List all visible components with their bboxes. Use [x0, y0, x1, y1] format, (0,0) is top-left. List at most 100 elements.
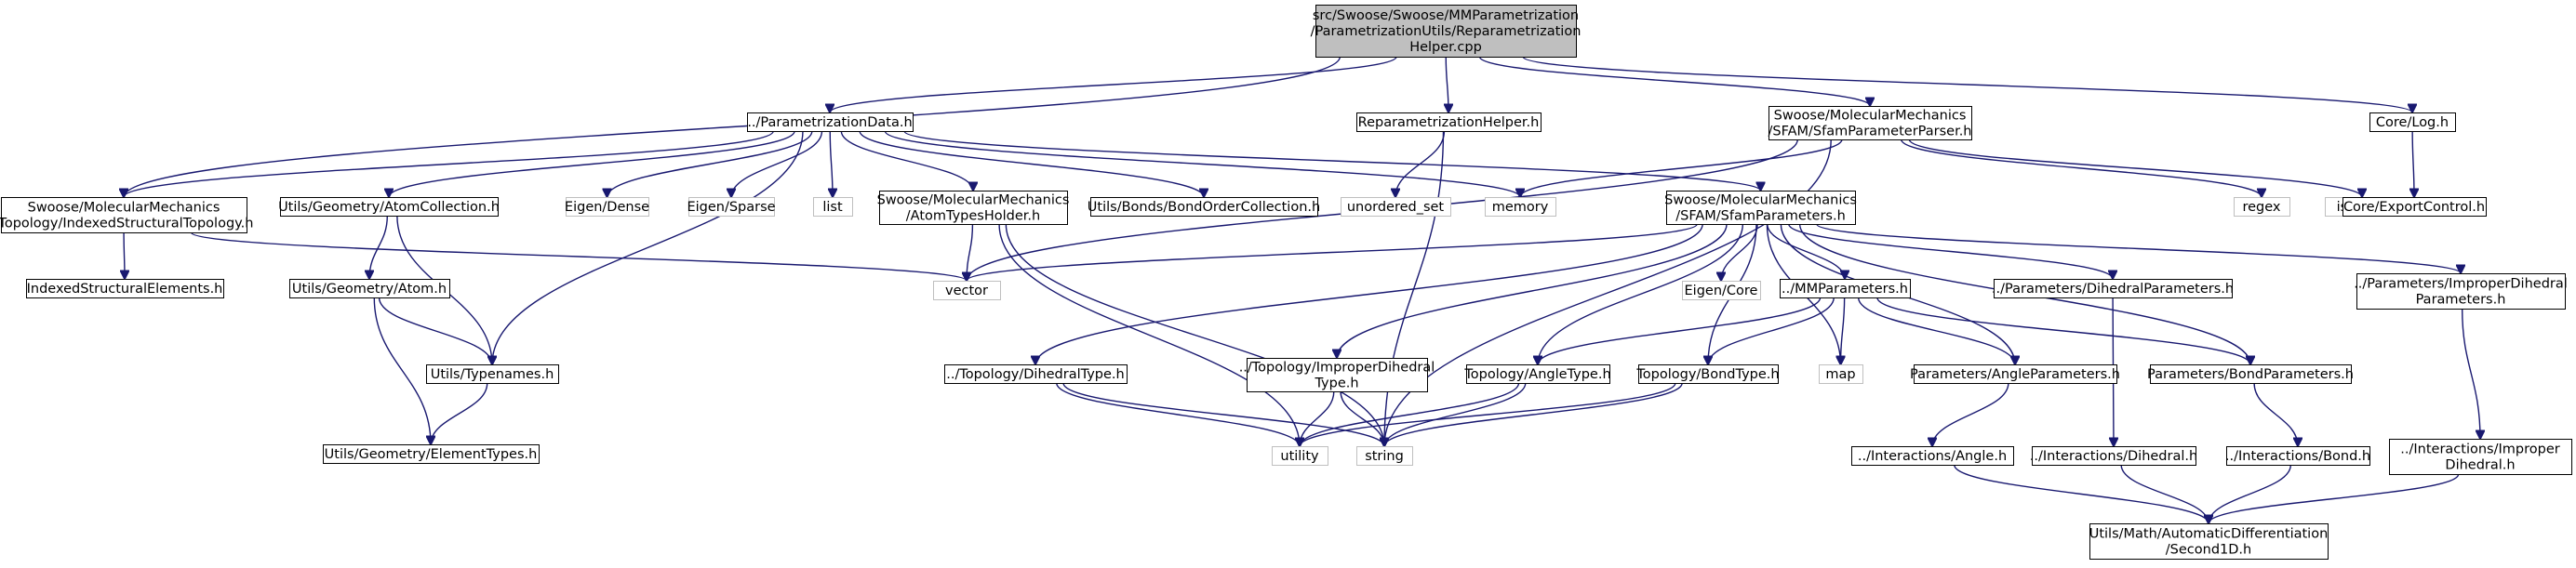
edge-impropertype-to-utility: [1300, 390, 1335, 446]
node-atomtypes[interactable]: Swoose/MolecularMechanics/AtomTypesHolde…: [877, 191, 1070, 225]
edge-sfamparams-to-dihedraltype: [1035, 223, 1703, 364]
node-typenames-box: [426, 364, 559, 384]
node-atomcoll-label-line-0: Utils/Geometry/AtomCollection.h: [278, 200, 500, 215]
node-dihedralparams-label-line-0: ../Parameters/DihedralParameters.h: [1992, 282, 2234, 297]
edge-paramdata-to-atomcoll: [389, 130, 795, 197]
node-improperparams[interactable]: ../Parameters/ImproperDihedralParameters…: [2354, 273, 2568, 310]
node-iimproper-label-line-0: ../Interactions/Improper: [2400, 443, 2559, 457]
node-corelog-label-line-0: Core/Log.h: [2376, 115, 2449, 130]
node-dihedraltype[interactable]: ../Topology/DihedralType.h: [944, 364, 1128, 384]
node-improperparams-label-line-1: Parameters.h: [2416, 293, 2506, 308]
node-reparamhelper-box: [1356, 112, 1542, 132]
node-unordered-label-line-0: unordered_set: [1347, 200, 1445, 215]
node-paramdata-box: [747, 112, 914, 132]
edge-ibond-to-second1d: [2209, 464, 2292, 523]
node-atomcoll-box: [280, 197, 499, 217]
node-atomcoll[interactable]: Utils/Geometry/AtomCollection.h: [278, 197, 500, 217]
edge-sfamparams-to-dihedralparams: [1788, 223, 2113, 279]
edge-iangle-to-second1d: [1954, 464, 2209, 523]
node-ibond-label-line-0: ../Interactions/Bond.h: [2225, 449, 2370, 464]
edge-dihedraltype-to-utility: [1056, 382, 1300, 446]
node-bondtype[interactable]: Topology/BondType.h: [1635, 364, 1780, 384]
edge-paramdata-to-indexedtopo: [124, 130, 774, 197]
node-mmparams[interactable]: ../MMParameters.h: [1780, 279, 1911, 298]
edge-angleparams-to-iangle: [1932, 382, 2009, 446]
node-root-label-line-1: /ParametrizationUtils/Reparametrization: [1311, 24, 1582, 39]
node-second1d-box: [2089, 523, 2329, 560]
node-sfamparams-box: [1666, 191, 1856, 225]
node-elementtypes[interactable]: Utils/Geometry/ElementTypes.h: [323, 444, 540, 464]
edge-paramdata-to-memory: [884, 130, 1520, 197]
node-angleparams[interactable]: Parameters/AngleParameters.h: [1910, 364, 2120, 384]
node-corelog-box: [2369, 112, 2456, 132]
edge-root-to-sfamparser: [1478, 56, 1870, 107]
node-atomh-box: [289, 279, 450, 298]
node-root-label-line-0: src/Swoose/Swoose/MMParametrization: [1313, 8, 1579, 23]
node-dihedralparams[interactable]: ../Parameters/DihedralParameters.h: [1992, 279, 2234, 298]
node-idihedral[interactable]: ../Interactions/Dihedral.h: [2030, 446, 2197, 466]
node-string: string: [1356, 446, 1413, 466]
node-eigendense-label-line-0: Eigen/Dense: [565, 200, 649, 215]
node-eigencore-box: [1682, 281, 1761, 300]
edge-paramdata-to-atomtypes: [840, 130, 973, 191]
node-eigencore-label-line-0: Eigen/Core: [1685, 284, 1758, 298]
node-bondorder[interactable]: Utils/Bonds/BondOrderCollection.h: [1088, 197, 1320, 217]
node-bondtype-label-line-0: Topology/BondType.h: [1635, 367, 1779, 382]
node-paramdata[interactable]: ../ParametrizationData.h: [747, 112, 914, 132]
node-atomh[interactable]: Utils/Geometry/Atom.h: [289, 279, 450, 298]
node-indexedtopo-box: [1, 197, 247, 233]
edge-bondparams-to-ibond: [2253, 382, 2298, 446]
node-dihedraltype-label-line-0: ../Topology/DihedralType.h: [946, 367, 1125, 382]
node-sfamparser[interactable]: Swoose/MolecularMechanics/SFAM/SfamParam…: [1768, 106, 1972, 140]
node-sfamparams[interactable]: Swoose/MolecularMechanics/SFAM/SfamParam…: [1664, 191, 1857, 225]
node-bondparams[interactable]: Parameters/BondParameters.h: [2147, 364, 2354, 384]
node-root[interactable]: src/Swoose/Swoose/MMParametrization/Para…: [1311, 5, 1582, 58]
edge-paramdata-to-eigendense: [607, 130, 813, 197]
node-exportctrl[interactable]: Core/ExportControl.h: [2342, 197, 2487, 217]
node-eigendense-box: [566, 197, 649, 217]
node-angleparams-box: [1914, 364, 2117, 384]
node-bondtype-box: [1638, 364, 1779, 384]
node-bondorder-box: [1090, 197, 1318, 217]
node-reparamhelper[interactable]: ReparametrizationHelper.h: [1356, 112, 1542, 132]
node-iangle[interactable]: ../Interactions/Angle.h: [1851, 446, 2014, 466]
edge-atomtypes-to-string: [1005, 223, 1384, 446]
node-indexedtopo[interactable]: Swoose/MolecularMechanics/Topology/Index…: [0, 197, 253, 233]
node-mmparams-box: [1780, 279, 1911, 298]
node-bondparams-box: [2150, 364, 2352, 384]
node-map-label-line-0: map: [1825, 367, 1855, 382]
edge-atomh-to-typenames: [378, 297, 492, 364]
edges-layer: [124, 56, 2480, 523]
node-elementtypes-box: [323, 444, 540, 464]
node-iimproper[interactable]: ../Interactions/ImproperDihedral.h: [2389, 439, 2572, 475]
node-eigensparse-label-line-0: Eigen/Sparse: [687, 200, 775, 215]
edge-root-to-indexedtopo: [124, 56, 1341, 197]
node-sfamparser-label-line-1: /SFAM/SfamParameterParser.h: [1768, 125, 1971, 139]
node-list-label-line-0: list: [822, 200, 843, 215]
node-indexedelems[interactable]: IndexedStructuralElements.h: [26, 279, 224, 298]
node-regex-box: [2234, 197, 2290, 217]
node-corelog[interactable]: Core/Log.h: [2369, 112, 2456, 132]
node-typenames[interactable]: Utils/Typenames.h: [426, 364, 559, 384]
node-ibond[interactable]: ../Interactions/Bond.h: [2225, 446, 2370, 466]
edge-angletype-to-string: [1384, 382, 1527, 446]
edge-indexedtopo-to-indexedelems: [124, 231, 125, 279]
node-vector: vector: [933, 281, 1001, 300]
edge-mmparams-to-bondtype: [1708, 297, 1835, 364]
edge-sfamparser-to-memory: [1520, 139, 1843, 197]
node-sfamparser-label-line-0: Swoose/MolecularMechanics: [1774, 109, 1967, 124]
node-second1d[interactable]: Utils/Math/AutomaticDifferentiation/Seco…: [2089, 523, 2329, 560]
node-angletype-box: [1466, 364, 1610, 384]
node-indexedtopo-label-line-1: /Topology/IndexedStructuralTopology.h: [0, 217, 253, 231]
node-impropertype-label-line-1: Type.h: [1314, 376, 1358, 391]
node-string-box: [1356, 446, 1413, 466]
node-list: list: [813, 197, 853, 217]
edge-sfamparams-to-angletype: [1538, 223, 1744, 364]
edge-mmparams-to-map: [1841, 297, 1845, 364]
node-mmparams-label-line-0: ../MMParameters.h: [1782, 282, 1908, 297]
node-angletype[interactable]: Topology/AngleType.h: [1463, 364, 1611, 384]
edge-paramdata-to-eigensparse: [731, 130, 823, 197]
node-root-box: [1315, 5, 1577, 58]
